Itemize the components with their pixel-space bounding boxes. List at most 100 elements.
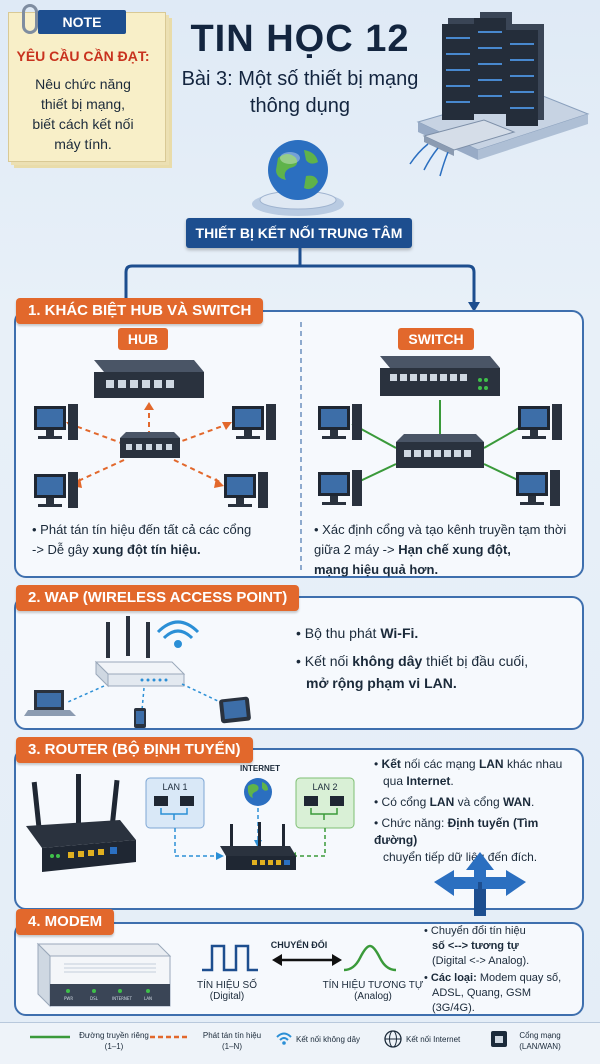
text-fragment: -> Dễ gây xyxy=(32,542,93,557)
modem-desc-line: (3G/4G). xyxy=(432,1002,475,1014)
hub-tag: HUB xyxy=(118,328,168,350)
text-highlight: số <--> tương tự xyxy=(432,940,519,952)
section3-title: 3. ROUTER (BỘ ĐỊNH TUYẾN) xyxy=(16,737,253,763)
subtitle-line: Bài 3: Một số thiết bị mạng xyxy=(181,68,419,90)
legend-broadcast: Phát tán tín hiệu(1–N) xyxy=(192,1030,272,1052)
text-fragment: thiết bị đầu cuối, xyxy=(422,653,529,669)
text-fragment: qua xyxy=(383,774,407,788)
private-line-swatch xyxy=(30,1035,70,1039)
text-highlight: Hạn chế xung đột, xyxy=(398,542,511,557)
switch-small-icon xyxy=(396,434,484,468)
page-title: TIN HỌC 12 xyxy=(190,18,410,60)
text-fragment: Kết nối xyxy=(304,653,353,669)
text-fragment: Modem quay số, xyxy=(476,972,562,984)
text-highlight: Định tuyến (Tìm đường) xyxy=(374,816,539,847)
modem-desc-line: số <--> tương tự xyxy=(424,939,582,954)
lan2-label: LAN 2 xyxy=(312,782,338,792)
paperclip-icon xyxy=(22,4,38,34)
router-desc-line: Chức năng: Định tuyến (Tìm đường) xyxy=(374,815,582,849)
switch-tag: SWITCH xyxy=(398,328,474,350)
internet-label: INTERNET xyxy=(240,764,280,773)
section4-title: 4. MODEM xyxy=(16,909,115,935)
router-description: Kết nối các mạng LAN khác nhau qua Inter… xyxy=(374,756,582,866)
text-fragment: và cổng xyxy=(454,795,503,809)
switch-diagram xyxy=(318,356,562,506)
text-highlight: Kết xyxy=(381,757,401,771)
analog-signal-icon xyxy=(343,944,397,972)
text-highlight: LAN xyxy=(429,795,455,809)
text-fragment: khác nhau xyxy=(503,757,563,771)
phone-icon xyxy=(134,708,146,728)
legend-text: Cổng mạng xyxy=(519,1031,561,1040)
modem-desc-line: Các loại: Modem quay số, xyxy=(424,971,582,986)
router-desc-line: Kết nối các mạng LAN khác nhau xyxy=(374,756,582,773)
digital-title: TÍN HIỆU SỐ xyxy=(196,980,257,991)
text-highlight: WAN xyxy=(502,795,531,809)
switch-description: Xác định cổng và tạo kênh truyền tạm thờ… xyxy=(314,520,580,580)
text-fragment: Bộ thu phát xyxy=(304,625,381,641)
note-tag: NOTE xyxy=(38,10,126,34)
laptop-icon xyxy=(24,690,76,716)
svg-text:LAN: LAN xyxy=(144,996,152,1001)
legend-wireless: Kết nối không dây xyxy=(296,1035,361,1044)
hub-large-icon xyxy=(94,360,204,398)
text-highlight: Internet xyxy=(406,774,451,788)
wap-desc-line: mở rộng phạm vi LAN. xyxy=(296,672,576,694)
text-fragment: Có cổng xyxy=(381,795,430,809)
globe-icon xyxy=(252,140,344,216)
router-small-icon xyxy=(220,822,296,870)
wifi-icon xyxy=(156,620,200,648)
text-highlight: LAN xyxy=(478,757,504,771)
legend-private-line: Đường truyền riêng(1–1) xyxy=(74,1030,154,1052)
text-highlight: mạng hiệu quả hơn. xyxy=(314,562,439,577)
svg-text:INTERNET: INTERNET xyxy=(112,996,132,1001)
section2-title: 2. WAP (WIRELESS ACCESS POINT) xyxy=(16,585,300,611)
central-devices-label: THIẾT BỊ KẾT NỐI TRUNG TÂM xyxy=(186,218,412,248)
switch-desc-line: mạng hiệu quả hơn. xyxy=(314,560,580,580)
analog-title: TÍN HIỆU TƯƠNG TỰ xyxy=(322,980,424,991)
wap-description: Bộ thu phát Wi-Fi. Kết nối không dây thi… xyxy=(296,622,576,694)
hub-description: Phát tán tín hiệu đến tất cả các cổng ->… xyxy=(32,520,296,560)
note-line: máy tính. xyxy=(54,136,112,152)
switch-desc-line: giữa 2 máy -> Hạn chế xung đột, xyxy=(314,540,580,560)
note-card xyxy=(8,12,166,162)
lan1-box xyxy=(145,777,205,829)
lan1-label: LAN 1 xyxy=(162,782,188,792)
router-diagram xyxy=(26,774,355,872)
digital-label: TÍN HIỆU SỐ (Digital) xyxy=(182,980,272,1002)
svg-text:PWR: PWR xyxy=(64,996,73,1001)
hub-desc-line: -> Dễ gây xung đột tín hiệu. xyxy=(32,540,296,560)
signal-conversion-diagram xyxy=(202,944,397,972)
modem-icon: PWR DSL INTERNET LAN xyxy=(36,942,172,1008)
text-fragment: Chức năng: xyxy=(381,816,448,830)
svg-text:DSL: DSL xyxy=(90,996,99,1001)
router-desc-line: Có cổng LAN và cổng WAN. xyxy=(374,794,582,811)
text-highlight: mở rộng phạm vi LAN. xyxy=(306,675,457,691)
switch-large-icon xyxy=(380,356,500,396)
legend-text: Đường truyền riêng xyxy=(79,1031,149,1040)
convert-label: CHUYỂN ĐỔI xyxy=(270,940,328,950)
text-highlight: Các loại: xyxy=(430,972,477,984)
modem-desc-line: (Digital <-> Analog). xyxy=(432,955,530,967)
internet-icon xyxy=(384,1030,402,1048)
network-port-icon xyxy=(491,1031,507,1047)
access-point-icon xyxy=(94,616,186,688)
double-arrow-icon xyxy=(272,954,342,966)
router-large-icon xyxy=(26,774,136,872)
note-line: thiết bị mạng, xyxy=(40,96,126,112)
modem-description: Chuyển đổi tín hiệu số <--> tương tự (Di… xyxy=(424,924,582,1016)
text-fragment: giữa 2 máy -> xyxy=(314,542,399,557)
note-title: YÊU CẦU CẦN ĐẠT: xyxy=(16,48,150,64)
subtitle-line: thông dụng xyxy=(249,95,351,117)
text-fragment: . xyxy=(530,795,535,809)
note-body: Nêu chức năng thiết bị mạng, biết cách k… xyxy=(8,74,158,154)
hub-desc-line: Phát tán tín hiệu đến tất cả các cổng xyxy=(32,520,296,540)
analog-label: TÍN HIỆU TƯƠNG TỰ (Analog) xyxy=(318,980,428,1002)
pc-icon xyxy=(34,404,276,508)
hub-small-icon xyxy=(120,432,180,458)
wap-desc-line: Bộ thu phát Wi-Fi. xyxy=(296,622,576,644)
text-highlight: không dây xyxy=(352,653,423,669)
page-subtitle: Bài 3: Một số thiết bị mạng thông dụng xyxy=(170,66,430,120)
hub-diagram xyxy=(34,360,276,508)
legend-text: (LAN/WAN) xyxy=(519,1042,561,1051)
